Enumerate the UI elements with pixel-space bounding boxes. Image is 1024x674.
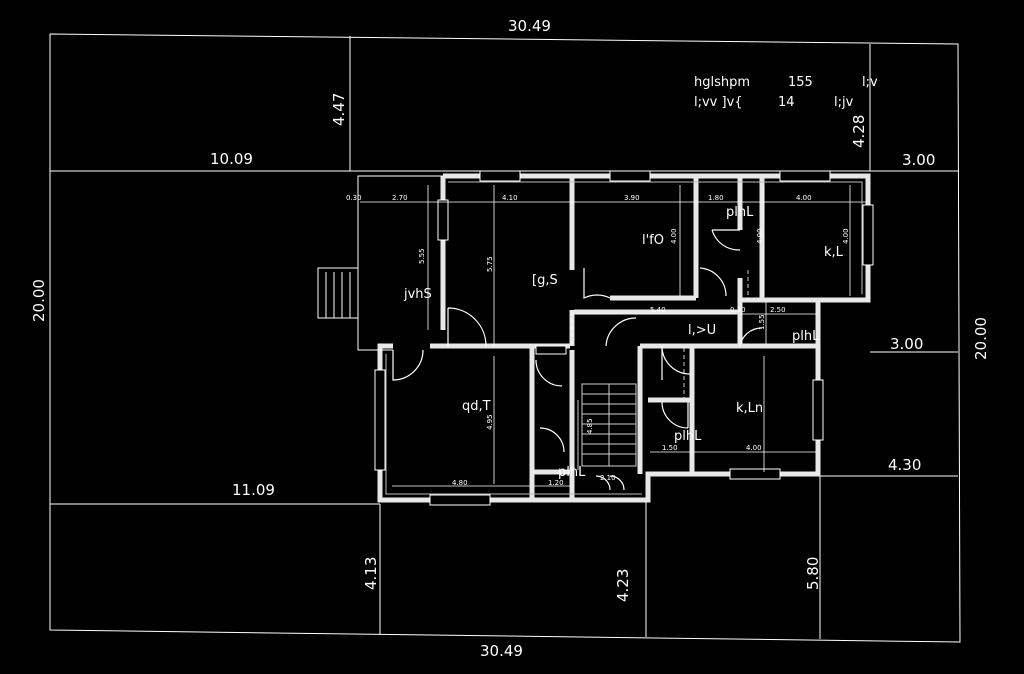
area-row2-label: l;vv ]v{ [694,95,743,110]
dim-label: 4.85 [586,418,594,434]
dim-label: 5.55 [418,248,426,264]
bottom-setback-right-label: 5.80 [804,557,822,590]
dim-label: 4.00 [842,228,850,244]
area-row1-unit: l;v [862,75,878,90]
doors [392,229,763,491]
dim-label: 1.50 [662,444,678,452]
dim-label: 2.10 [600,474,616,482]
room-label: l'fO [642,233,664,248]
dim-label: 4.80 [452,479,468,487]
dim-label: 1.55 [758,314,766,330]
dim-label: 2.70 [392,194,408,202]
dim-label: 5.75 [486,256,494,272]
interior-dimension-labels: 0.30 2.70 4.10 3.90 1.80 4.00 5.55 5.75 … [346,194,850,487]
room-label: plhL [674,429,702,444]
dim-label: 1.80 [708,194,724,202]
dim-label: 4.00 [746,444,762,452]
left-height-label: 20.00 [30,279,48,322]
windows [374,170,874,506]
dim-label: 4.00 [756,228,764,244]
right-setback-mid-label: 3.00 [890,335,923,353]
bottom-setback-mid-label: 4.23 [614,569,632,602]
right-height-label: 20.00 [972,317,990,360]
room-labels: jvhS [g,S l'fO plhL k,L l,>U plhL qd,T k… [403,205,844,480]
area-row2-value: 14 [778,95,795,110]
interior-dimension-lines [360,185,868,487]
room-label: k,Ln [736,401,763,416]
dim-label: 4.95 [486,414,494,430]
bottom-width-label: 30.49 [480,642,523,660]
dim-label: 4.00 [796,194,812,202]
room-label: qd,T [462,399,491,414]
dim-label: 0.30 [730,306,746,314]
left-lower-setback-label: 11.09 [232,481,275,499]
room-label: l,>U [688,323,716,338]
site-dimension-labels: 30.49 30.49 10.09 11.09 3.00 3.00 4.30 2… [30,17,990,660]
top-right-setback-label: 4.28 [850,115,868,148]
building-walls [317,173,871,503]
site-boundary [49,33,961,643]
room-label: [g,S [532,273,558,288]
top-setback-label: 4.47 [330,93,348,126]
room-label: plhL [558,465,586,480]
right-setback-upper-label: 3.00 [902,151,935,169]
area-row1-label: hglshpm [694,75,750,90]
area-table: hglshpm 155 l;v l;vv ]v{ 14 l;jv [694,75,878,110]
area-row2-unit: l;jv [834,95,854,110]
right-setback-lower-label: 4.30 [888,456,921,474]
area-row1-value: 155 [788,75,813,90]
dim-label: 4.10 [502,194,518,202]
dim-label: 2.50 [770,306,786,314]
dim-label: 0.30 [346,194,362,202]
dim-label: 4.00 [670,228,678,244]
stairs [581,383,637,467]
dim-label: 5.40 [650,306,666,314]
top-width-label: 30.49 [508,17,551,35]
room-label: jvhS [403,287,432,302]
dim-label: 1.20 [548,479,564,487]
room-label: k,L [824,245,844,260]
room-label: plhL [726,205,754,220]
dim-label: 3.90 [624,194,640,202]
left-upper-setback-label: 10.09 [210,150,253,168]
room-label: plhL [792,329,820,344]
bottom-setback-left-label: 4.13 [362,557,380,590]
